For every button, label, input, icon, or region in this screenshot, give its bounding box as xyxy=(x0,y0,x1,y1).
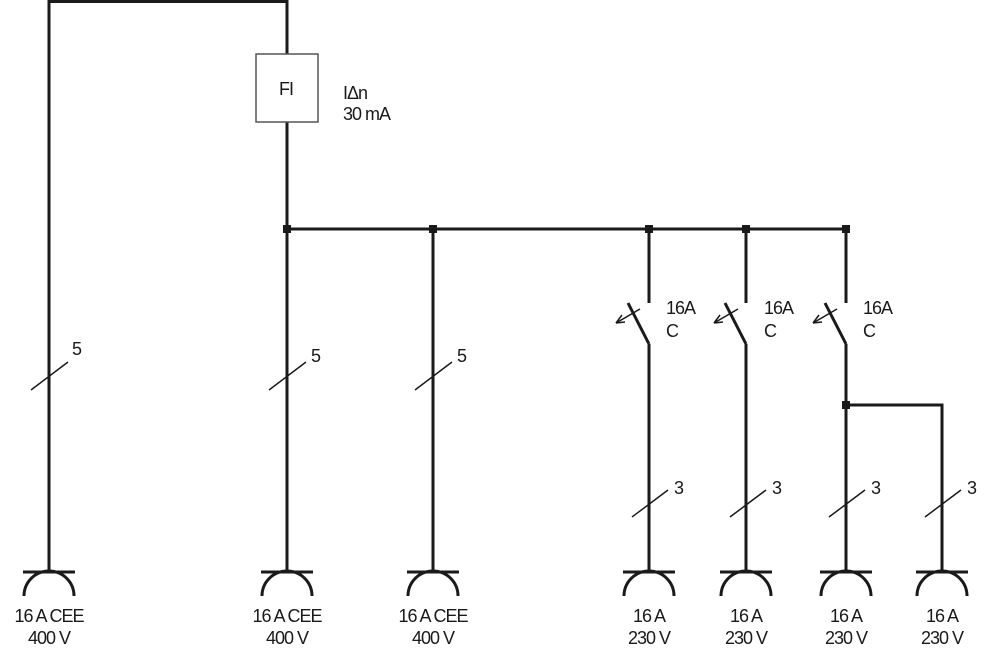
breaker-2-current: 16A xyxy=(764,298,794,318)
socket-2-voltage: 400 V xyxy=(266,628,309,648)
socket-3-voltage: 400 V xyxy=(412,628,455,648)
cable-count-7: 3 xyxy=(967,478,977,498)
node-6 xyxy=(842,401,850,409)
socket-1-type: 16 A CEE xyxy=(14,606,84,626)
socket-1-voltage: 400 V xyxy=(28,628,71,648)
breaker-3-blade xyxy=(823,302,848,345)
rcd-rating-line2: 30 mA xyxy=(343,104,391,124)
node-1 xyxy=(283,225,291,233)
socket-7-symbol xyxy=(915,569,969,597)
cable-tick-4 xyxy=(631,489,669,518)
node-5 xyxy=(842,225,850,233)
socket-6-symbol xyxy=(819,569,873,597)
node-4 xyxy=(742,225,750,233)
rcd-label: FI xyxy=(279,79,293,99)
cable-tick-2 xyxy=(268,361,307,391)
cable-tick-5 xyxy=(729,489,767,518)
cable-count-6: 3 xyxy=(871,478,881,498)
cable-tick-6 xyxy=(828,489,866,518)
socket-4-voltage: 230 V xyxy=(628,628,671,648)
rcd-rating-line1: IΔn xyxy=(343,83,367,103)
breaker-3-current: 16A xyxy=(863,298,893,318)
socket-7-voltage: 230 V xyxy=(921,628,964,648)
socket-1-symbol xyxy=(22,569,76,597)
split-wire xyxy=(846,403,944,572)
cable-count-3: 5 xyxy=(457,346,467,366)
socket-5-voltage: 230 V xyxy=(725,628,768,648)
breaker-1-trip-mark xyxy=(615,308,641,324)
socket-2-symbol xyxy=(260,569,314,597)
supply-wire-top xyxy=(49,0,289,54)
breaker-2-blade xyxy=(723,302,748,345)
socket-3-symbol xyxy=(406,569,460,597)
socket-5-type: 16 A xyxy=(730,606,763,626)
breaker-3-trip-mark xyxy=(812,308,838,324)
socket-4-symbol xyxy=(622,569,676,597)
socket-6-type: 16 A xyxy=(830,606,863,626)
cable-count-5: 3 xyxy=(772,478,782,498)
socket-5-symbol xyxy=(719,569,773,597)
breaker-1-current: 16A xyxy=(666,298,696,318)
breaker-1-curve: C xyxy=(666,321,679,341)
breaker-1-blade xyxy=(626,302,651,345)
rcd-box xyxy=(255,53,319,123)
socket-3-type: 16 A CEE xyxy=(398,606,468,626)
cable-count-4: 3 xyxy=(674,478,684,498)
cable-tick-1 xyxy=(30,361,69,391)
socket-6-voltage: 230 V xyxy=(825,628,868,648)
socket-7-type: 16 A xyxy=(926,606,959,626)
cable-count-2: 5 xyxy=(311,346,321,366)
socket-4-type: 16 A xyxy=(633,606,666,626)
node-3 xyxy=(645,225,653,233)
cable-count-1: 5 xyxy=(72,339,82,359)
socket-2-type: 16 A CEE xyxy=(252,606,322,626)
cable-tick-3 xyxy=(414,361,453,391)
node-2 xyxy=(429,225,437,233)
breaker-2-curve: C xyxy=(764,321,777,341)
cable-tick-7 xyxy=(924,489,962,518)
breaker-3-curve: C xyxy=(863,321,876,341)
breaker-2-trip-mark xyxy=(713,308,739,324)
